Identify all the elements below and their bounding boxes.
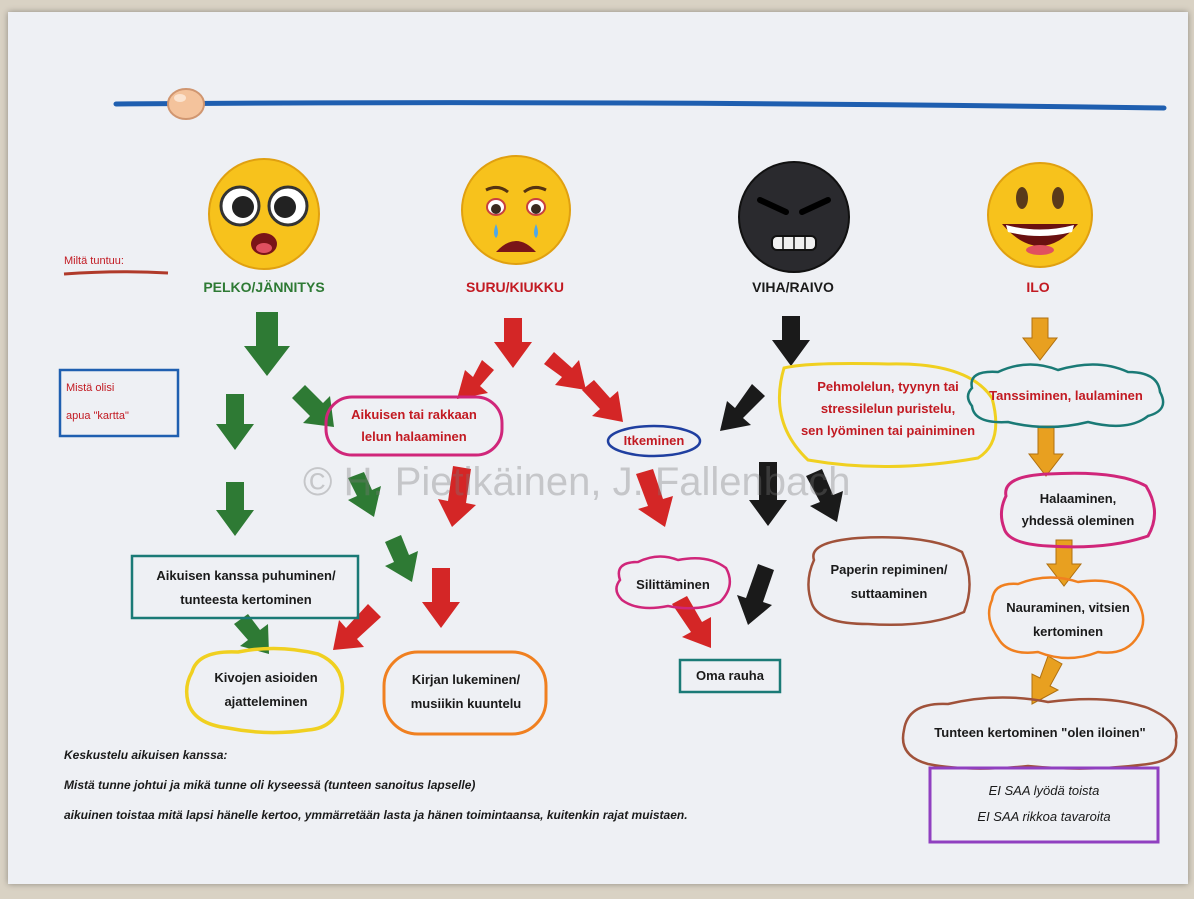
angry-face-icon [738, 161, 850, 273]
paper-sheet: © H. Pietikäinen, J. Fallenbach PELKO/JÄ… [8, 12, 1188, 884]
help-map-label: Mistä olisi apua "kartta" [66, 382, 129, 422]
talk-adult-box: Aikuisen kanssa puhuminen/ tunteesta ker… [156, 568, 336, 607]
discussion-line-1: Mistä tunne johtui ja mikä tunne oli kys… [64, 778, 476, 792]
own-peace-box: Oma rauha [696, 668, 764, 683]
string-icon [113, 100, 1167, 111]
feeling-prompt: Miltä tuntuu: [64, 255, 124, 267]
diagram-graphics [58, 88, 1178, 844]
tell-feeling-box: Tunteen kertominen "olen iloinen" [934, 725, 1146, 740]
anger-label: VIHA/RAIVO [752, 279, 834, 295]
rules-box: EI SAA lyödä toista EI SAA rikkoa tavaro… [977, 783, 1111, 824]
discussion-heading: Keskustelu aikuisen kanssa: [64, 748, 228, 762]
reading-box: Kirjan lukeminen/ musiikin kuuntelu [410, 672, 522, 711]
hugging-box: Halaaminen, yhdessä oleminen [1021, 491, 1135, 528]
joy-label: ILO [1026, 279, 1050, 295]
laughing-box: Nauraminen, vitsien kertominen [1006, 600, 1130, 639]
dancing-box: Tanssiminen, laulaminen [989, 388, 1143, 403]
crying-box: Itkeminen [623, 433, 685, 448]
happy-face-icon [987, 162, 1093, 268]
tearing-box: Paperin repiminen/ suttaaminen [830, 562, 948, 601]
fear-label: PELKO/JÄNNITYS [203, 279, 325, 295]
bead-icon [167, 88, 205, 120]
hug-adult-box: Aikuisen tai rakkaan lelun halaaminen [351, 407, 477, 444]
crying-face-icon [461, 155, 571, 265]
squeeze-toy-box: Pehmolelun, tyynyn tai stressilelun puri… [800, 379, 976, 438]
watermark: © H. Pietikäinen, J. Fallenbach [303, 460, 851, 504]
sad-label: SURU/KIUKKU [466, 279, 564, 295]
scared-face-icon [208, 158, 320, 270]
stroking-box: Silittäminen [636, 577, 710, 592]
discussion-line-2: aikuinen toistaa mitä lapsi hänelle kert… [64, 808, 688, 822]
nice-things-box: Kivojen asioiden ajatteleminen [214, 670, 318, 709]
